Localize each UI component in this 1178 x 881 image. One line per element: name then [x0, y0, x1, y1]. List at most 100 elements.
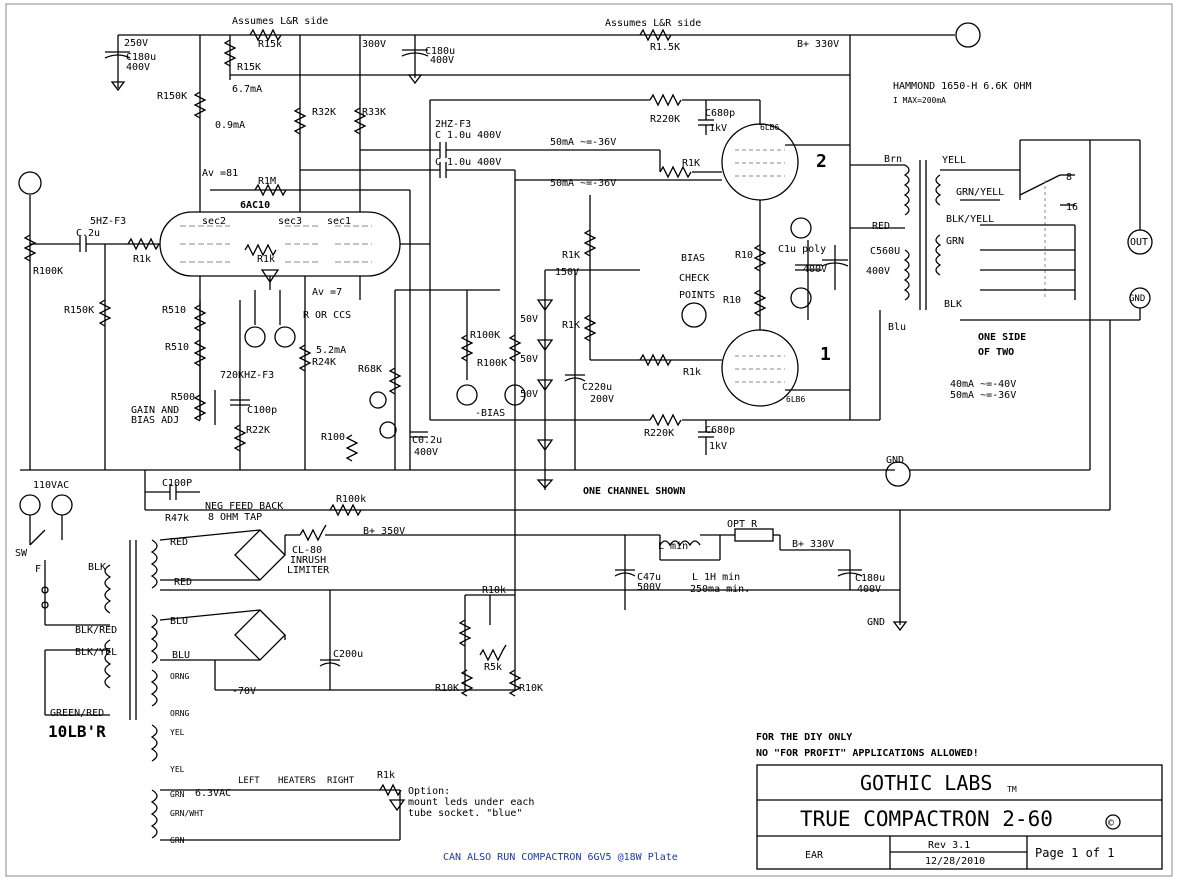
label-gain-and: GAIN AND [131, 405, 179, 416]
label-brn: Brn [884, 154, 902, 165]
label-gnd-bot: GND [867, 617, 885, 628]
label-0-9ma: 0.9mA [215, 120, 245, 131]
label-50ma: 50mA ~=-36V [950, 390, 1016, 401]
label-r10-b: R10 [723, 295, 741, 306]
label-av81: Av =81 [202, 168, 238, 179]
label-right: RIGHT [327, 776, 355, 786]
label-yell: YELL [942, 155, 966, 166]
label-orng-b: ORNG [170, 709, 189, 718]
label-out: OUT [1130, 237, 1148, 248]
bplus-terminal [955, 22, 981, 48]
label-l-min: L min [658, 541, 688, 552]
preamp-components [18, 171, 500, 470]
label-720khz: 720KHZ-F3 [220, 370, 274, 381]
label-6-3vac: 6.3VAC [195, 788, 231, 799]
label-one-channel: ONE CHANNEL SHOWN [583, 486, 685, 497]
label-optr: OPT R [727, 519, 758, 530]
label-blk-red: BLK/RED [75, 625, 117, 636]
label-blu-a: BLU [170, 616, 188, 627]
label-c560u: C560U [870, 246, 900, 257]
label-8-ohm: 8 OHM TAP [208, 512, 262, 523]
label-bplus330-top: B+ 330V [797, 39, 839, 50]
output-transformer [850, 139, 1153, 470]
label-bplus330-bot: B+ 330V [792, 539, 834, 550]
label-option2: mount leds under each [408, 797, 534, 808]
label-bplus350: B+ 350V [363, 526, 405, 537]
label-6lb6-top: 6LB6 [760, 123, 779, 132]
label-r22k: R22K [246, 425, 270, 436]
label-grn-b: GRN [170, 836, 185, 845]
label-fuse: F [35, 564, 41, 575]
label-cl80: CL-80 [292, 545, 322, 556]
label-r510-a: R510 [162, 305, 186, 316]
label-blk-yel: BLK/YEL [75, 647, 117, 658]
label-c2u: C.2u [76, 228, 100, 239]
label-70v: -70V [232, 686, 256, 697]
title-block [756, 764, 1163, 870]
title-ear: EAR [805, 850, 824, 861]
title-tm: TM [1007, 785, 1017, 794]
label-diy2: NO "FOR PROFIT" APPLICATIONS ALLOWED! [756, 748, 979, 759]
label-r24k: R24K [312, 357, 336, 368]
label-green-red: GREEN/RED [50, 708, 104, 719]
label-r1-5k: R1.5K [650, 42, 680, 53]
top-rails [104, 22, 981, 420]
title-product: TRUE COMPACTRON 2-60 [800, 807, 1053, 831]
label-c1u-poly: C1u poly [778, 244, 826, 255]
label-limiter: LIMITER [287, 565, 330, 576]
label-r32k: R32K [312, 107, 336, 118]
label-heaters: HEATERS [278, 776, 316, 786]
label-250v: 250V [124, 38, 148, 49]
label-50v-b: 50V [520, 354, 538, 365]
label-xfmr: 10LB'R [48, 722, 106, 741]
title-copyright: © [1108, 818, 1115, 829]
input-jack [18, 171, 42, 195]
label-one-side: ONE SIDE [978, 332, 1026, 343]
label-r68k: R68K [358, 364, 382, 375]
label-left: LEFT [238, 776, 260, 786]
label-bias-adj: BIAS ADJ [131, 415, 179, 426]
label-c0-2u: C0.2u [412, 435, 442, 446]
label-500v: 500V [637, 582, 661, 593]
label-grn-wht: GRN/WHT [170, 809, 204, 818]
label-blk-sec: BLK [88, 562, 106, 573]
label-r100k: R100K [33, 266, 63, 277]
label-r15k-2: R15K [237, 62, 261, 73]
label-r220k-top: R220K [650, 114, 680, 125]
label-6ac10: 6AC10 [240, 200, 270, 211]
label-option1: Option: [408, 786, 450, 797]
label-50ma-b: 50mA ~=-36V [550, 178, 616, 189]
label-2hz-f3: 2HZ-F3 [435, 119, 471, 130]
label-c100p: C100p [247, 405, 277, 416]
label-c180u-c: C180u [855, 573, 885, 584]
label-sec2: sec2 [202, 216, 226, 227]
title-rev: Rev 3.1 [928, 840, 970, 851]
label-r1k-a: R1K [682, 158, 700, 169]
label-400v-c: 400V [414, 447, 438, 458]
label-r1k-b: R1K [562, 320, 580, 331]
coupling-caps [210, 142, 722, 470]
label-c220u: C220u [582, 382, 612, 393]
ground-bus [20, 320, 1111, 517]
label-grn: GRN [946, 236, 964, 247]
label-grn-yell: GRN/YELL [956, 187, 1004, 198]
label-yel-b: YEL [170, 765, 185, 774]
label-c1u-b: C 1.0u 400V [435, 157, 501, 168]
label-r510-b: R510 [165, 342, 189, 353]
label-tube-2: 2 [816, 151, 827, 172]
label-1kv-bot: 1kV [709, 441, 727, 452]
title-company: GOTHIC LABS [860, 771, 992, 795]
plate-feedback-loops [429, 93, 850, 455]
label-c680p-bot: C680p [705, 425, 735, 436]
label-110vac: 110VAC [33, 480, 69, 491]
label-hammond: HAMMOND 1650-H 6.6K OHM [893, 81, 1031, 92]
label-r10k-r: R10K [519, 683, 543, 694]
label-r-or-ccs: R OR CCS [303, 310, 351, 321]
label-tap8: 8 [1066, 172, 1072, 183]
label-r1k-led: R1k [377, 770, 395, 781]
label-gnd-right: GND [1129, 294, 1145, 304]
label-blu-b: BLU [172, 650, 190, 661]
label-sec3: sec3 [278, 216, 302, 227]
label-tube-1: 1 [820, 344, 831, 365]
label-150v: 150V [555, 267, 579, 278]
